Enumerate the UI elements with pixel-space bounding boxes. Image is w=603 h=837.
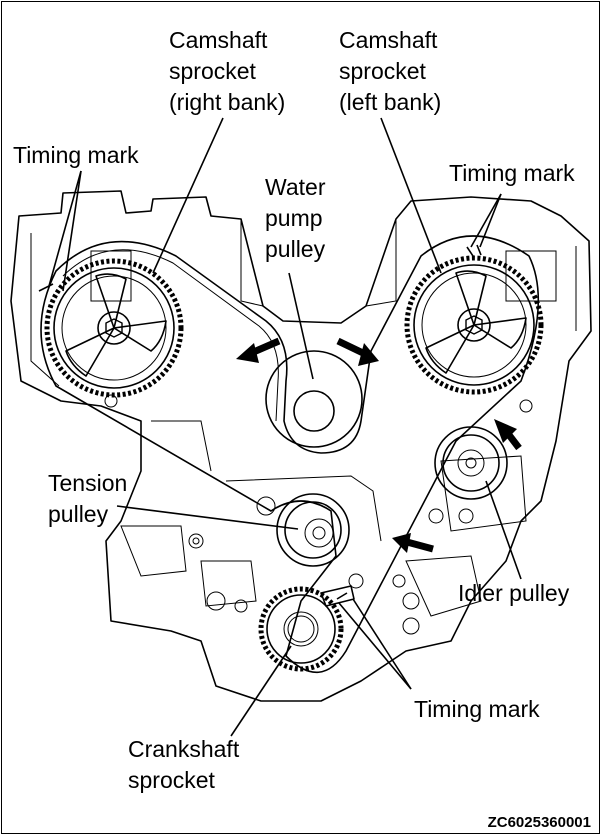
timing-belt-inner bbox=[62, 249, 279, 422]
label-cam-left-line3: (left bank) bbox=[339, 89, 441, 115]
leader-lines bbox=[48, 117, 522, 737]
label-cam-right-line2: sprocket bbox=[169, 58, 257, 84]
label-idler-pulley: Idler pulley bbox=[458, 580, 570, 606]
label-crankshaft-line2: sprocket bbox=[128, 767, 216, 793]
label-timing-mark-top-left: Timing mark bbox=[13, 142, 139, 168]
label-cam-right-line1: Camshaft bbox=[169, 27, 268, 53]
label-timing-mark-bottom: Timing mark bbox=[414, 696, 540, 722]
label-tension-line1: Tension bbox=[48, 470, 127, 496]
leader-cam-right bbox=[152, 117, 224, 274]
leader-timing-bottom-1 bbox=[338, 602, 412, 690]
leader-timing-tr-1 bbox=[470, 193, 502, 248]
leader-timing-tr-2 bbox=[479, 193, 502, 248]
label-timing-mark-top-right: Timing mark bbox=[449, 160, 575, 186]
label-cam-right-line3: (right bank) bbox=[169, 89, 285, 115]
idler-pulley bbox=[434, 426, 508, 500]
camshaft-sprocket-left-bank bbox=[404, 255, 544, 395]
label-crankshaft-line1: Crankshaft bbox=[128, 736, 240, 762]
leader-tension bbox=[116, 505, 299, 530]
label-tension-line2: pulley bbox=[48, 501, 109, 527]
rotation-arrows bbox=[236, 337, 522, 553]
bolts bbox=[104, 394, 533, 635]
leader-water-pump bbox=[288, 272, 314, 380]
leader-idler bbox=[485, 480, 522, 580]
engine-block-outline bbox=[10, 190, 592, 702]
water-pump-pulley bbox=[265, 350, 363, 448]
leader-crankshaft bbox=[230, 645, 292, 737]
label-cam-left-line2: sprocket bbox=[339, 58, 427, 84]
leader-timing-tl-2 bbox=[62, 170, 82, 292]
leader-timing-tl-1 bbox=[48, 170, 82, 287]
callout-labels: Camshaft sprocket (right bank) Camshaft … bbox=[13, 27, 591, 831]
timing-belt bbox=[40, 235, 540, 674]
label-water-pump-line1: Water bbox=[265, 174, 326, 200]
timing-mark-ticks bbox=[38, 244, 482, 600]
tension-pulley bbox=[276, 493, 350, 567]
label-water-pump-line2: pump bbox=[265, 205, 323, 231]
camshaft-sprocket-right-bank bbox=[44, 258, 184, 398]
leader-cam-left bbox=[380, 117, 442, 274]
label-water-pump-line3: pulley bbox=[265, 236, 326, 262]
label-cam-left-line1: Camshaft bbox=[339, 27, 438, 53]
crankshaft-sprocket bbox=[258, 585, 355, 672]
figure-code: ZC6025360001 bbox=[488, 814, 591, 831]
leader-timing-bottom-2 bbox=[352, 598, 412, 690]
